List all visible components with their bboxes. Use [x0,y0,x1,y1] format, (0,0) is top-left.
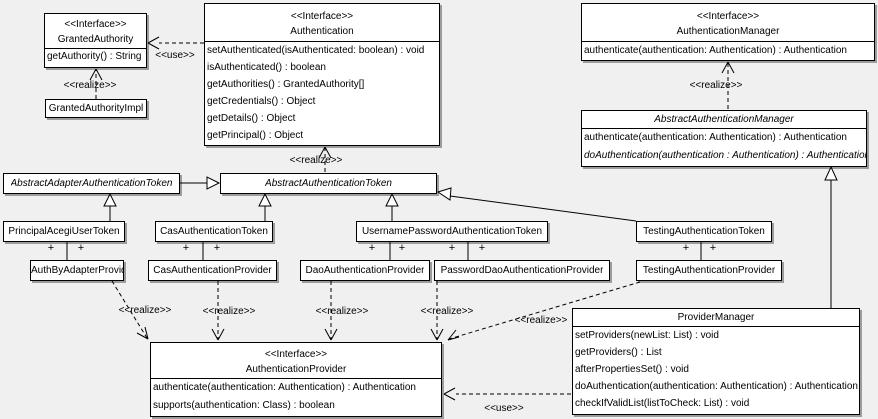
class-name: DaoAuthenticationProvider [305,265,425,276]
realize-stereotype-label: <<realize>> [514,315,568,326]
method-label: getAuthorities() : GrantedAuthority[] [207,79,365,90]
realize-stereotype-label: <<realize>> [118,305,172,316]
class-principal-acegi-user-token[interactable]: PrincipalAcegiUserToken [3,221,125,242]
association-plus-label: + [398,242,406,254]
realize-stereotype-label: <<realize>> [420,306,474,317]
association-plus-label: + [182,242,190,254]
class-name: Authentication [290,26,354,37]
class-name: PrincipalAcegiUserToken [8,226,120,237]
class-header: <<Interface>> AuthenticationManager [582,4,874,42]
method-label: supports(authentication: Class) : boolea… [153,400,335,411]
class-header: <<Interface>> GrantedAuthority [45,14,146,49]
stereotype-label: <<Interface>> [290,11,354,22]
association-plus-label: + [709,242,717,254]
use-stereotype-label: <<use>> [484,403,524,414]
association-plus-label: + [448,242,456,254]
class-granted-authority-impl[interactable]: GrantedAuthorityImpl [45,99,147,118]
realize-stereotype-label: <<realize>> [202,306,256,317]
edge-realize-daoprovider [324,281,338,341]
class-name: CasAuthenticationProvider [153,265,272,276]
use-stereotype-label: <<use>> [155,50,195,61]
edge-generalization-principaltoken-to-adaptertoken [103,192,117,221]
stereotype-label: <<Interface>> [64,19,127,30]
edge-use-authentication-grantedauthority [147,36,204,50]
method-label: getAuthority() : String [47,51,142,62]
association-plus-label: + [368,242,376,254]
class-header: <<Interface>> AuthenticationProvider [151,343,441,379]
realize-stereotype-label: <<realize>> [63,80,117,91]
edge-realize-casprovider [211,281,225,341]
class-authentication-manager[interactable]: <<Interface>> AuthenticationManager auth… [581,3,875,61]
method-label: getDetails() : Object [207,113,296,124]
class-name: GrantedAuthorityImpl [48,103,144,114]
association-plus-label: + [682,242,690,254]
class-password-dao-authentication-provider[interactable]: PasswordDaoAuthenticationProvider [434,260,610,281]
class-name: AuthenticationProvider [245,364,347,375]
edge-realize-passworddaoprovider [430,281,444,341]
edge-realize-testingprovider [447,281,641,341]
class-name: AuthByAdapterProvider [31,265,123,276]
method-label: authenticate(authentication: Authenticat… [584,132,847,143]
class-name: AbstractAuthenticationManager [582,111,866,129]
edge-realize-abstracttoken-authentication [318,146,332,172]
class-authentication[interactable]: <<Interface>> Authentication setAuthenti… [204,3,440,146]
class-abstract-authentication-manager[interactable]: AbstractAuthenticationManager authentica… [581,110,867,167]
realize-stereotype-label: <<realize>> [289,155,343,166]
method-label: checkIfValidList(listToCheck: List) : vo… [575,398,750,409]
class-name: TestingAuthenticationToken [643,226,765,237]
method-label: setAuthenticated(isAuthenticated: boolea… [207,45,425,56]
class-auth-by-adapter-provider[interactable]: AuthByAdapterProvider [30,260,124,281]
class-name: AbstractAuthenticationToken [265,178,392,189]
class-name: UsernamePasswordAuthenticationToken [361,226,543,237]
class-testing-authentication-token[interactable]: TestingAuthenticationToken [636,221,772,242]
method-label: getProviders() : List [575,347,662,358]
association-plus-label: + [478,242,486,254]
class-username-password-authentication-token[interactable]: UsernamePasswordAuthenticationToken [356,221,548,242]
method-label: getCredentials() : Object [207,96,316,107]
realize-stereotype-label: <<realize>> [689,80,743,91]
stereotype-label: <<Interface>> [264,349,328,360]
edge-realize-abstractmanager-authenticationmanager [721,61,735,109]
edge-generalization-testingtoken-to-abstracttoken [436,187,637,222]
class-name: PasswordDaoAuthenticationProvider [440,265,604,276]
method-label: setProviders(newList: List) : void [575,330,719,341]
edge-use-providermanager-authenticationprovider [443,387,571,401]
edge-association-token-provider [66,241,702,260]
class-header: <<Interface>> Authentication [205,4,439,42]
realize-stereotype-label: <<realize>> [315,306,369,317]
class-abstract-authentication-token[interactable]: AbstractAuthenticationToken [220,173,437,194]
association-plus-label: + [77,242,85,254]
edge-generalization-providermanager-to-abstractmanager [824,165,838,308]
method-label: authenticate(authentication: Authenticat… [584,45,847,56]
edge-generalization-adaptertoken-to-abstracttoken [180,176,221,190]
method-label: authenticate(authentication: Authenticat… [153,382,416,393]
edge-realize-authbyadapterprovider [111,280,149,340]
method-label: afterPropertiesSet() : void [575,364,689,375]
association-plus-label: + [213,242,221,254]
class-cas-authentication-provider[interactable]: CasAuthenticationProvider [148,260,277,281]
class-name: GrantedAuthority [57,34,134,45]
edge-generalization-castoken-to-abstracttoken [258,192,272,221]
class-name: AbstractAdapterAuthenticationToken [10,178,173,189]
class-granted-authority[interactable]: <<Interface>> GrantedAuthority getAuthor… [44,13,147,68]
class-provider-manager[interactable]: ProviderManager setProviders(newList: Li… [572,308,860,415]
method-label: isAuthenticated() : boolean [207,62,326,73]
class-authentication-provider[interactable]: <<Interface>> AuthenticationProvider aut… [150,342,442,417]
method-label: doAuthentication(authentication: Authent… [575,381,858,392]
method-label: doAuthentication(authentication : Authen… [584,150,866,161]
edge-realize-grantedauthorityimpl [89,68,103,99]
edge-generalization-usernametoken-to-abstracttoken [385,192,399,221]
class-testing-authentication-provider[interactable]: TestingAuthenticationProvider [636,260,782,281]
stereotype-label: <<Interface>> [696,11,760,22]
class-dao-authentication-provider[interactable]: DaoAuthenticationProvider [300,260,430,281]
class-name: AuthenticationManager [676,26,780,37]
class-name: CasAuthenticationToken [160,226,268,237]
class-name: ProviderManager [573,309,859,327]
class-cas-authentication-token[interactable]: CasAuthenticationToken [155,221,273,242]
method-label: getPrincipal() : Object [207,130,304,141]
association-plus-label: + [47,242,55,254]
class-abstract-adapter-authentication-token[interactable]: AbstractAdapterAuthenticationToken [3,173,180,194]
class-name: TestingAuthenticationProvider [642,265,776,276]
